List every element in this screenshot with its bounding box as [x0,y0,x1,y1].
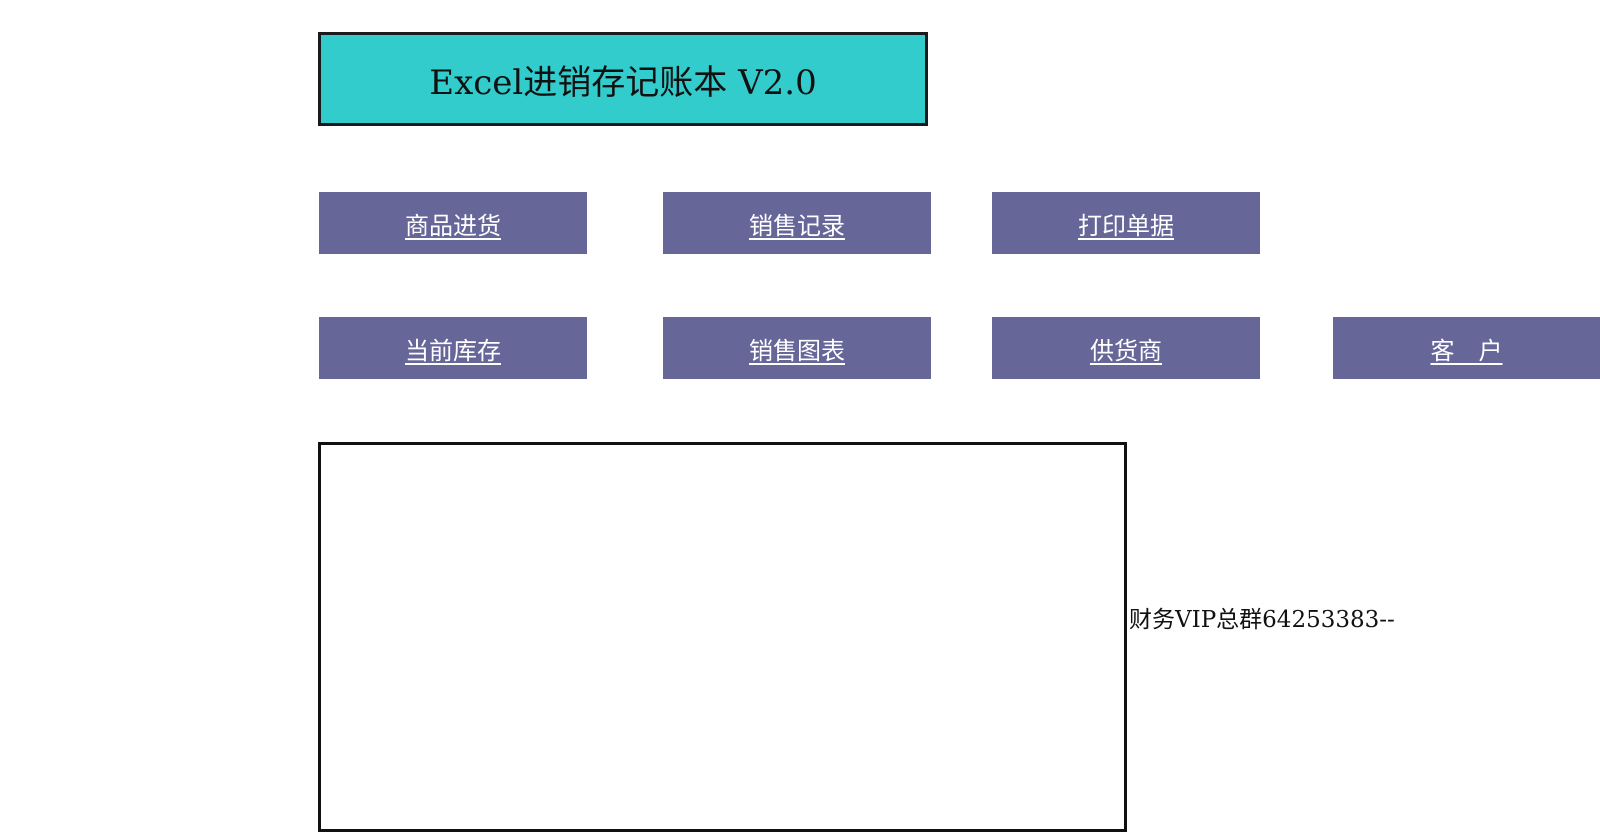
app-title-banner: Excel进销存记账本 V2.0 [318,32,928,126]
nav-button-label: 供货商 [1090,336,1162,365]
nav-button-label: 打印单据 [1078,211,1174,240]
nav-button-label: 销售图表 [749,336,845,365]
nav-button-label: 当前库存 [405,336,501,365]
nav-button-print-receipt[interactable]: 打印单据 [992,192,1260,254]
nav-button-label: 商品进货 [405,211,501,240]
nav-button-sales-record[interactable]: 销售记录 [663,192,931,254]
nav-button-current-stock[interactable]: 当前库存 [319,317,587,379]
nav-button-supplier[interactable]: 供货商 [992,317,1260,379]
nav-button-sales-chart[interactable]: 销售图表 [663,317,931,379]
content-frame [318,442,1127,832]
contact-note: 财务VIP总群64253383-- [1129,607,1395,633]
nav-button-purchase[interactable]: 商品进货 [319,192,587,254]
nav-button-customer[interactable]: 客 户 [1333,317,1600,379]
nav-button-label: 客 户 [1430,336,1503,365]
app-title: Excel进销存记账本 V2.0 [429,62,817,103]
nav-button-label: 销售记录 [749,211,845,240]
